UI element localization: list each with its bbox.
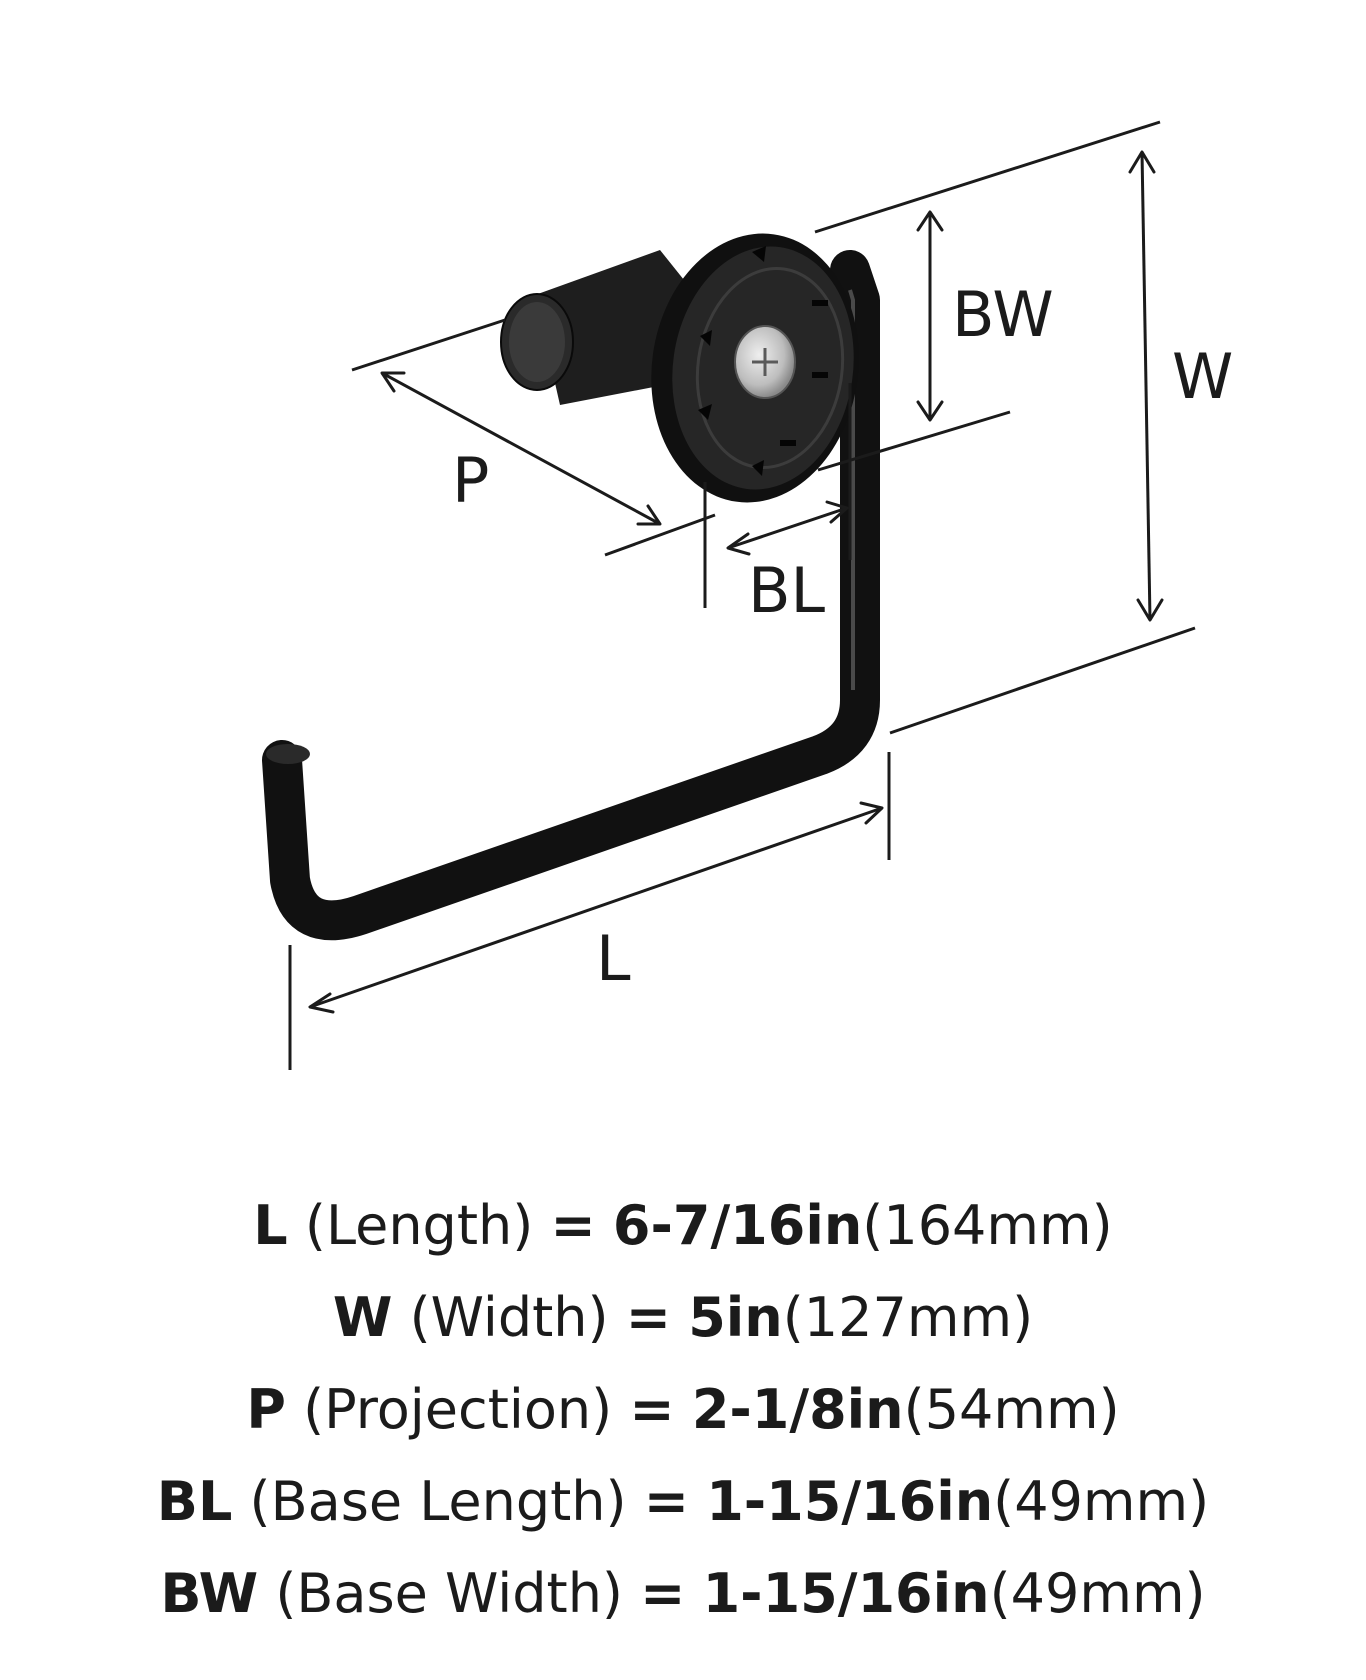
spec-equals: = (550, 1194, 596, 1257)
dimension-lines (288, 120, 1196, 1070)
mounting-post (500, 250, 700, 405)
spec-row-base-length: BL (Base Length) = 1-15/16in(49mm) (0, 1456, 1366, 1548)
dimension-label-w: W (1172, 340, 1233, 413)
spec-inch-value: 5in (688, 1286, 783, 1349)
spec-key: P (246, 1378, 286, 1441)
dimension-label-l: L (596, 922, 631, 995)
spec-name: (Length) (304, 1194, 534, 1257)
spec-key: W (332, 1286, 393, 1349)
dimension-label-bw: BW (952, 278, 1054, 351)
spec-mm-value: (54mm) (903, 1378, 1120, 1441)
spec-name: (Base Width) (275, 1562, 623, 1625)
spec-row-length: L (Length) = 6-7/16in(164mm) (0, 1180, 1366, 1272)
base-rosette (651, 233, 859, 503)
spec-row-projection: P (Projection) = 2-1/8in(54mm) (0, 1364, 1366, 1456)
product-dimension-diagram: BW W P BL L (262, 120, 1233, 1070)
screw-icon (734, 325, 796, 399)
spec-name: (Projection) (303, 1378, 613, 1441)
spec-mm-value: (49mm) (989, 1562, 1206, 1625)
spec-inch-value: 1-15/16in (706, 1470, 994, 1533)
dimension-label-p: P (452, 444, 489, 517)
spec-equals: = (640, 1562, 686, 1625)
spec-mm-value: (164mm) (862, 1194, 1113, 1257)
spec-equals: = (629, 1378, 675, 1441)
holder-rod (262, 250, 880, 941)
spec-key: L (253, 1194, 288, 1257)
spec-equals: = (625, 1286, 672, 1349)
spec-name: (Base Length) (249, 1470, 627, 1533)
spec-key: BW (160, 1562, 259, 1625)
spec-equals: = (643, 1470, 690, 1533)
spec-row-width: W (Width) = 5in(127mm) (0, 1272, 1366, 1364)
spec-mm-value: (49mm) (993, 1470, 1210, 1533)
spec-row-base-width: BW (Base Width) = 1-15/16in(49mm) (0, 1548, 1366, 1640)
spec-key: BL (156, 1470, 233, 1533)
spec-inch-value: 6-7/16in (612, 1194, 863, 1257)
spec-mm-value: (127mm) (782, 1286, 1034, 1349)
holder-product (262, 233, 880, 941)
dimension-specifications: L (Length) = 6-7/16in(164mm) W (Width) =… (0, 1180, 1366, 1640)
spec-inch-value: 1-15/16in (702, 1562, 990, 1625)
spec-name: (Width) (409, 1286, 609, 1349)
spec-inch-value: 2-1/8in (691, 1378, 904, 1441)
dimension-label-bl: BL (748, 554, 826, 627)
